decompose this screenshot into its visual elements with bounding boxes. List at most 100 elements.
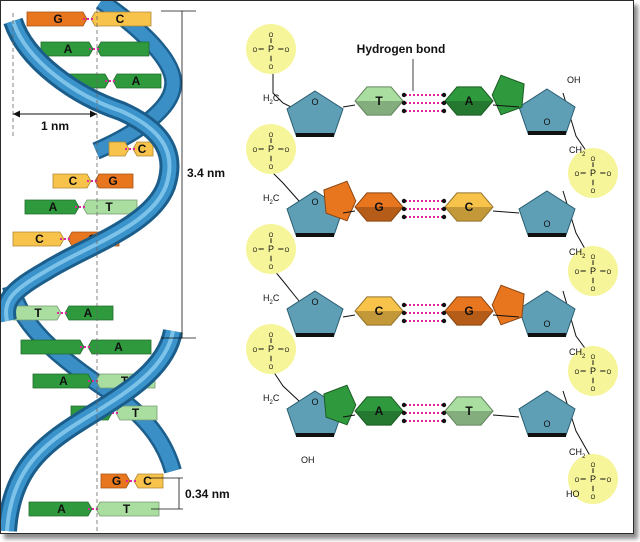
right-base-label: T	[132, 406, 140, 420]
glycosidic-bond	[342, 414, 356, 418]
methylene-label: CH2	[569, 247, 586, 260]
bond-atom-dot	[441, 418, 447, 424]
bond-atom-dot	[401, 108, 407, 114]
oxygen-label: O	[591, 387, 596, 393]
right-base-label: T	[105, 200, 113, 214]
oxygen-label: O	[607, 370, 612, 376]
methylene-label: CH2	[569, 145, 586, 158]
right-base-label: C	[143, 474, 152, 488]
base-ring-shadow	[355, 207, 403, 222]
subscript-two: 2	[582, 254, 586, 260]
deoxyribose-sugar: O H2C	[263, 90, 344, 137]
nucleobase-letter: C	[375, 304, 384, 318]
bond-atom-dot	[441, 410, 447, 416]
right-base-block	[133, 473, 164, 489]
carbon-symbol: C	[273, 193, 280, 203]
bond-atom-dot	[401, 92, 407, 98]
oxygen-label: O	[269, 165, 274, 171]
hydrogen-symbol: H	[263, 93, 270, 103]
hydrogen-symbol: H	[263, 193, 270, 203]
oxygen-label: O	[575, 478, 580, 484]
base-pair-rung: A	[40, 41, 150, 57]
left-base-block	[52, 173, 92, 189]
methylene-label: CH2	[569, 347, 586, 360]
phosphorus-label: P	[590, 366, 596, 376]
oxygen-label: O	[575, 172, 580, 178]
left-base-label: A	[64, 42, 73, 56]
purine-five-ring	[491, 74, 525, 116]
ch-symbol: CH	[569, 145, 582, 155]
methylene-label: H2C	[263, 93, 280, 106]
base-ring-shadow	[445, 411, 493, 426]
nucleobase-letter: T	[375, 94, 383, 108]
phosphorus-label: P	[590, 168, 596, 178]
base-ring-shadow	[445, 311, 493, 326]
ring-oxygen-label: O	[311, 97, 318, 107]
bond-atom-dot	[401, 198, 407, 204]
oxygen-label: O	[591, 495, 596, 501]
hydrogen-bond-label: Hydrogen bond	[357, 42, 446, 56]
hydrogen-symbol: H	[263, 293, 270, 303]
methylene-label: H2C	[263, 193, 280, 206]
glycosidic-bond	[492, 414, 520, 418]
oxygen-label: O	[269, 365, 274, 371]
subscript-two: 2	[582, 454, 586, 460]
base-pair-rung: A	[20, 339, 152, 355]
oxygen-label: O	[591, 189, 596, 195]
glycosidic-bond	[342, 314, 356, 318]
phosphate-highlight	[568, 148, 618, 198]
purine-five-ring	[323, 180, 357, 222]
left-base-block	[20, 339, 85, 355]
left-base-block	[28, 501, 93, 517]
bond-atom-dot	[441, 198, 447, 204]
bond-atom-dot	[441, 108, 447, 114]
ring-oxygen-label: O	[543, 219, 550, 229]
bond-atom-dot	[441, 92, 447, 98]
ring-oxygen-label: O	[311, 197, 318, 207]
phosphate-highlight	[246, 124, 296, 174]
right-base-label: A	[132, 74, 141, 88]
bond-atom-dot	[401, 410, 407, 416]
bond-atom-dot	[401, 318, 407, 324]
oxygen-label: O	[591, 355, 596, 361]
step-label: 0.34 nm	[185, 487, 230, 501]
ring-oxygen-label: O	[543, 419, 550, 429]
right-base-block	[87, 339, 152, 355]
right-base-block	[96, 41, 150, 57]
glycosidic-bond	[492, 210, 520, 214]
bond-atom-dot	[401, 302, 407, 308]
phosphorus-label: P	[268, 44, 274, 54]
oxygen-label: O	[285, 348, 290, 354]
ring-oxygen-label: O	[543, 117, 550, 127]
phosphate-highlight	[568, 454, 618, 504]
nucleobase-letter: A	[375, 404, 384, 418]
base-ring-shadow	[445, 207, 493, 222]
phosphorus-label: P	[590, 266, 596, 276]
phosphorus-label: P	[268, 244, 274, 254]
purine-five-ring	[323, 384, 357, 426]
ch-symbol: CH	[569, 247, 582, 257]
oxygen-label: O	[591, 255, 596, 261]
subscript-two: 2	[582, 152, 586, 158]
bond-atom-dot	[441, 318, 447, 324]
right-base-block	[64, 305, 114, 321]
carbon-symbol: C	[273, 293, 280, 303]
right-base-block	[112, 73, 162, 89]
bond-atom-dot	[401, 418, 407, 424]
base-ring-shadow	[355, 311, 403, 326]
